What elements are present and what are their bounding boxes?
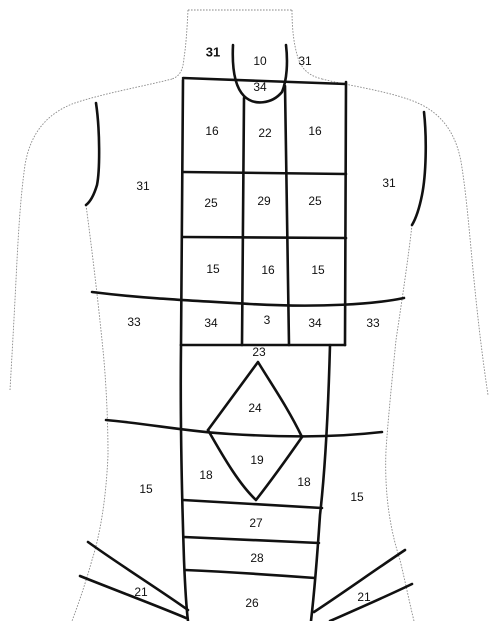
zone-label-hip-right: 21	[357, 590, 371, 604]
right-hip-line-lower	[330, 584, 412, 621]
inner-left-line	[242, 98, 244, 345]
zone-label-side-left: 33	[127, 315, 141, 329]
zone-label-upper-chest-left: 16	[205, 124, 219, 138]
zone-label-shoulder-left: 31	[136, 179, 150, 193]
zone-label-lower-chest-left: 15	[206, 262, 220, 276]
zone-label-throat: 34	[253, 80, 267, 94]
zone-label-side-right: 33	[366, 316, 380, 330]
lower-line-1	[183, 500, 322, 508]
zone-label-ribs-left: 34	[204, 316, 218, 330]
waist-line	[106, 420, 382, 436]
lower-line-3	[185, 570, 315, 578]
neck-outline-left	[172, 10, 188, 79]
zone-label-sternum-base: 3	[264, 313, 271, 327]
zone-labels: 31 10 31 34 16 22 16 31 31 25 29 25 15 16 15 33 34 3 34 33 2…	[127, 44, 396, 610]
column-left-edge	[181, 80, 183, 345]
zone-label-lower-abdomen-upper: 27	[249, 516, 263, 530]
zone-label-diamond-lower: 19	[250, 453, 264, 467]
zone-label-upper-chest-right: 16	[308, 124, 322, 138]
chest-band-line	[92, 292, 404, 306]
zone-label-mid-chest-right: 25	[308, 194, 322, 208]
diamond-top	[208, 362, 302, 437]
abdomen-right-edge	[311, 345, 330, 621]
zone-label-mid-chest-left: 25	[204, 196, 218, 210]
zone-label-neck-left: 31	[206, 44, 220, 59]
zone-label-mid-chest-center: 29	[257, 194, 271, 208]
zone-label-diamond-upper: 24	[248, 401, 262, 415]
zone-boundaries	[80, 45, 426, 621]
zone-label-flank-right: 15	[350, 490, 364, 504]
zone-label-lower-chest-center: 16	[261, 263, 275, 277]
zone-label-lower-chest-right: 15	[311, 263, 325, 277]
row-line-1	[183, 172, 346, 174]
neck-outline-right	[292, 10, 322, 79]
zone-label-lower-abdomen-lower: 28	[250, 551, 264, 565]
zone-label-ribs-right: 34	[308, 316, 322, 330]
zone-label-shoulder-right: 31	[382, 176, 396, 190]
left-shoulder-line	[86, 103, 99, 205]
lower-line-2	[184, 537, 319, 543]
zone-label-abdomen-right: 18	[297, 475, 311, 489]
abdomen-left-edge	[181, 345, 188, 621]
zone-label-neck-right: 31	[298, 54, 312, 68]
right-shoulder-line	[412, 112, 426, 225]
zone-label-neck-center: 10	[253, 54, 267, 68]
zone-label-abdomen-left: 18	[199, 468, 213, 482]
zone-label-upper-chest-center: 22	[258, 126, 272, 140]
zone-label-pelvis: 26	[245, 596, 259, 610]
zone-label-flank-left: 15	[139, 482, 153, 496]
zone-label-upper-abdomen: 23	[252, 345, 266, 359]
left-shoulder-outline	[10, 79, 172, 390]
row-line-2	[182, 237, 346, 238]
zone-label-hip-left: 21	[134, 585, 148, 599]
left-armpit-outline	[72, 205, 108, 621]
